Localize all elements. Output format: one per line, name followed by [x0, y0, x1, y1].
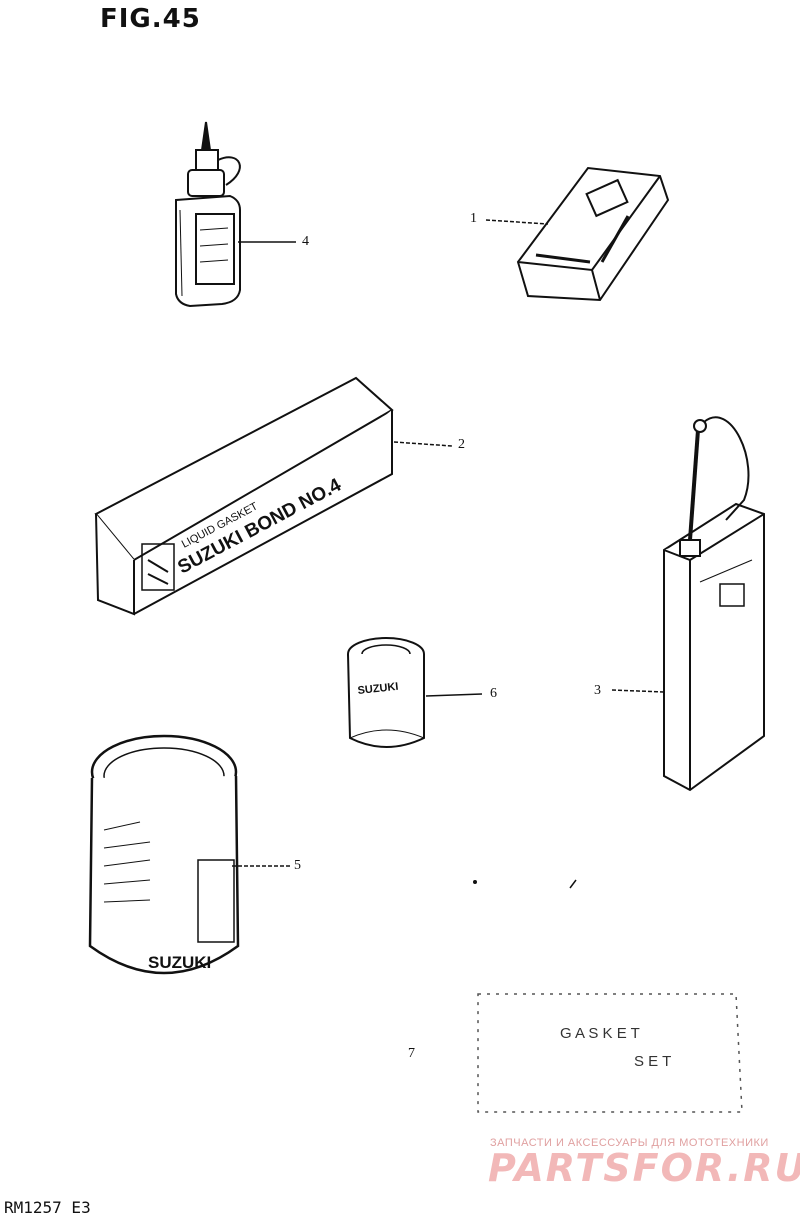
part-4-oil-bottle	[175, 121, 241, 308]
stray-dot	[473, 880, 477, 884]
leader-6	[425, 693, 483, 697]
callout-6: 6	[490, 686, 497, 701]
callout-2: 2	[458, 437, 465, 452]
figure-title: FIG.45	[100, 4, 201, 34]
leader-3	[611, 689, 665, 693]
callout-3: 3	[594, 683, 601, 698]
part-1-small-box	[516, 166, 670, 302]
part-3-tall-container	[663, 416, 765, 792]
callout-4: 4	[302, 234, 309, 249]
large-can-label: SUZUKI	[148, 953, 211, 972]
gasket-set-line2: S E T	[634, 1053, 671, 1070]
watermark-tagline: ЗАПЧАСТИ И АКСЕССУАРЫ ДЛЯ МОТОТЕХНИКИ	[490, 1137, 769, 1149]
part-5-large-can	[88, 734, 240, 975]
callout-7: 7	[408, 1046, 415, 1061]
leader-1	[485, 219, 549, 225]
drawing-code: RM1257 E3	[4, 1198, 91, 1217]
callout-5: 5	[294, 858, 301, 873]
callout-1: 1	[470, 211, 477, 226]
part-6-small-can	[347, 637, 425, 748]
part-7-gasket-set	[477, 993, 743, 1113]
leader-2	[393, 441, 453, 447]
gasket-set-line1: G A S K E T	[560, 1025, 640, 1042]
watermark-logo: PARTSFOR.RU	[488, 1146, 800, 1190]
small-can-label: SUZUKI	[357, 681, 399, 697]
part-2-long-box	[94, 376, 394, 616]
stray-mark	[569, 879, 577, 889]
